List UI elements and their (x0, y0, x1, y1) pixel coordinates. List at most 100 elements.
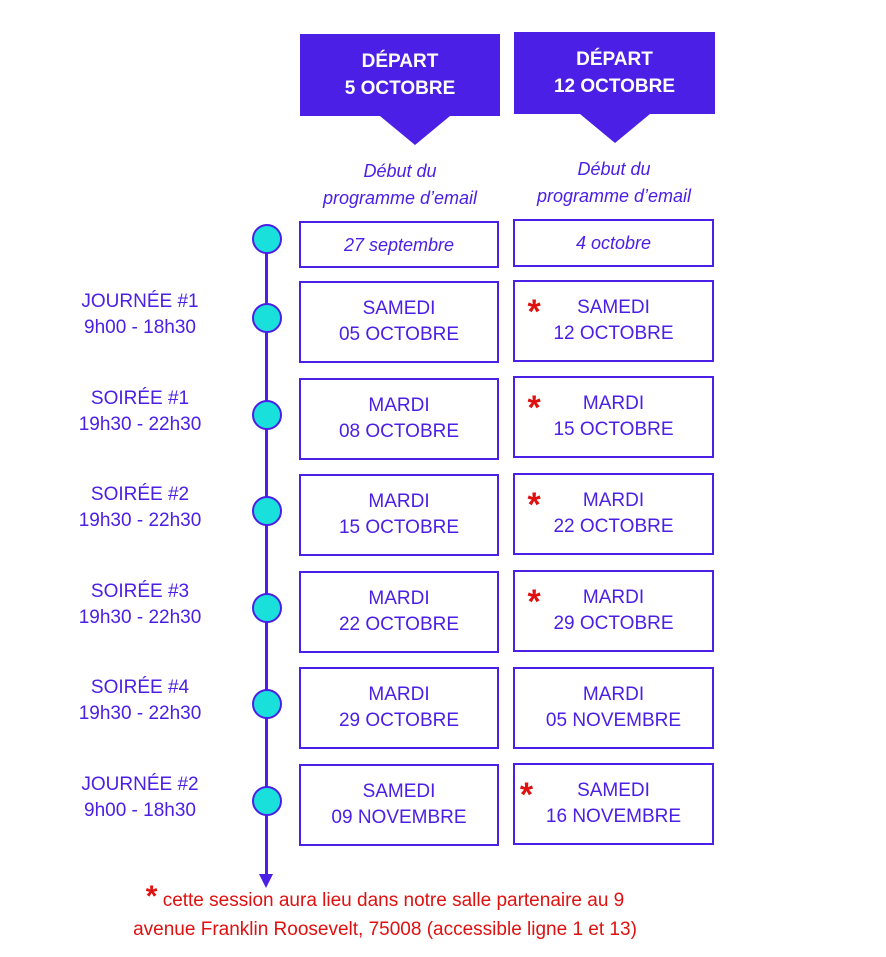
session-date-box-col2: * SAMEDI 12 OCTOBRE (513, 280, 714, 362)
session-day-col2: SAMEDI (577, 780, 650, 801)
session-date-col2: * SAMEDI 16 NOVEMBRE (520, 778, 682, 830)
timeline-dot (252, 689, 282, 719)
session-day-col2: MARDI (582, 393, 645, 414)
timeline-dot (252, 400, 282, 430)
session-day-col2: MARDI (582, 587, 645, 608)
session-date-col1: MARDI 08 OCTOBRE (339, 393, 459, 445)
session-hours: 19h30 - 22h30 (78, 607, 202, 628)
email-program-caption-2-line2: programme d’email (536, 186, 692, 206)
timeline-arrow (259, 874, 273, 888)
session-date-box-col2: * MARDI 29 OCTOBRE (513, 570, 714, 652)
session-day-col1: MARDI (368, 684, 430, 705)
session-date-text-col1: 05 OCTOBRE (338, 324, 460, 345)
session-date-box-col2: * MARDI 15 OCTOBRE (513, 376, 714, 458)
session-date-col2: * SAMEDI 12 OCTOBRE (527, 295, 674, 347)
partner-venue-star: * (519, 776, 534, 814)
session-label: SOIRÉE #1 19h30 - 22h30 (40, 386, 240, 438)
partner-venue-star: * (527, 583, 541, 621)
timeline-dot (252, 593, 282, 623)
partner-venue-star: * (527, 293, 541, 331)
session-date-box-col1: SAMEDI 09 NOVEMBRE (299, 764, 499, 846)
session-day-col1: MARDI (368, 588, 430, 609)
session-date-box-col2: MARDI 05 NOVEMBRE (513, 667, 714, 749)
session-date-text-col1: 22 OCTOBRE (338, 614, 460, 635)
timeline-line (265, 238, 268, 874)
column-header-1-line2: 5 OCTOBRE (344, 78, 456, 99)
session-day-col2: SAMEDI (577, 297, 650, 318)
partner-venue-star: * (527, 389, 541, 427)
partner-venue-star: * (527, 486, 541, 524)
session-date-col2: * MARDI 15 OCTOBRE (527, 391, 674, 443)
footnote: * cette session aura lieu dans notre sal… (40, 882, 730, 944)
session-name: JOURNÉE #1 (81, 291, 199, 312)
session-date-col2: MARDI 05 NOVEMBRE (546, 682, 681, 734)
timeline-dot (252, 303, 282, 333)
session-label: JOURNÉE #1 9h00 - 18h30 (40, 289, 240, 341)
session-name: SOIRÉE #3 (90, 581, 190, 602)
timeline-dot-start (252, 224, 282, 254)
session-name: SOIRÉE #1 (90, 388, 190, 409)
session-date-col2: * MARDI 29 OCTOBRE (527, 585, 674, 637)
footnote-line2: avenue Franklin Roosevelt, 75008 (access… (133, 919, 637, 940)
email-program-caption-1: Début du programme d’email (300, 158, 500, 212)
start-date-1: 27 septembre (343, 234, 455, 255)
footnote-star: * (145, 880, 158, 913)
footnote-line1-wrap: * cette session aura lieu dans notre sal… (40, 882, 730, 915)
column-header-1-pointer (380, 116, 450, 145)
session-label: SOIRÉE #3 19h30 - 22h30 (40, 579, 240, 631)
session-date-col1: MARDI 29 OCTOBRE (339, 682, 459, 734)
session-day-col1: SAMEDI (362, 298, 436, 319)
start-date-box-1: 27 septembre (299, 221, 499, 268)
column-header-2: DÉPART 12 OCTOBRE (514, 32, 715, 114)
session-label: SOIRÉE #2 19h30 - 22h30 (40, 482, 240, 534)
column-header-2-line1: DÉPART (576, 49, 653, 70)
session-date-box-col1: SAMEDI 05 OCTOBRE (299, 281, 499, 363)
session-date-col1: SAMEDI 09 NOVEMBRE (331, 779, 466, 831)
start-date-box-2: 4 octobre (513, 219, 714, 267)
session-date-text-col2: 22 OCTOBRE (553, 516, 674, 537)
session-day-col1: SAMEDI (362, 781, 436, 802)
session-day-col1: MARDI (368, 491, 430, 512)
session-date-text-col1: 29 OCTOBRE (338, 710, 460, 731)
session-date-box-col1: MARDI 08 OCTOBRE (299, 378, 499, 460)
footnote-line1: cette session aura lieu dans notre salle… (162, 890, 625, 911)
session-date-box-col1: MARDI 15 OCTOBRE (299, 474, 499, 556)
session-hours: 9h00 - 18h30 (84, 317, 196, 338)
session-hours: 19h30 - 22h30 (78, 510, 202, 531)
email-program-caption-1-line2: programme d’email (322, 188, 478, 208)
session-label: JOURNÉE #2 9h00 - 18h30 (40, 772, 240, 824)
email-program-caption-2-line1: Début du (577, 159, 651, 179)
session-day-col2: MARDI (582, 490, 645, 511)
session-date-text-col2: 16 NOVEMBRE (545, 806, 682, 827)
email-program-caption-2: Début du programme d’email (514, 156, 714, 210)
column-header-1-line1: DÉPART (361, 51, 439, 72)
session-name: JOURNÉE #2 (81, 774, 199, 795)
session-hours: 9h00 - 18h30 (84, 800, 196, 821)
session-date-col2: * MARDI 22 OCTOBRE (527, 488, 674, 540)
session-date-box-col2: * MARDI 22 OCTOBRE (513, 473, 714, 555)
session-hours: 19h30 - 22h30 (78, 703, 202, 724)
session-name: SOIRÉE #4 (90, 677, 190, 698)
session-date-col1: MARDI 15 OCTOBRE (339, 489, 459, 541)
session-date-text-col2: 15 OCTOBRE (553, 419, 674, 440)
session-date-col1: MARDI 22 OCTOBRE (339, 586, 459, 638)
column-header-2-pointer (580, 114, 650, 143)
session-day-col2: MARDI (582, 684, 645, 705)
session-date-text-col1: 08 OCTOBRE (338, 421, 460, 442)
start-date-2: 4 octobre (575, 233, 652, 253)
session-date-text-col2: 12 OCTOBRE (553, 323, 674, 344)
session-date-text-col2: 29 OCTOBRE (553, 613, 674, 634)
session-day-col1: MARDI (368, 395, 430, 416)
session-date-text-col2: 05 NOVEMBRE (545, 710, 682, 731)
column-header-2-line2: 12 OCTOBRE (553, 76, 676, 97)
session-date-col1: SAMEDI 05 OCTOBRE (339, 296, 459, 348)
session-date-box-col2: * SAMEDI 16 NOVEMBRE (513, 763, 714, 845)
timeline-dot (252, 496, 282, 526)
session-date-text-col1: 15 OCTOBRE (338, 517, 460, 538)
session-name: SOIRÉE #2 (90, 484, 190, 505)
session-date-box-col1: MARDI 29 OCTOBRE (299, 667, 499, 749)
session-date-text-col1: 09 NOVEMBRE (331, 807, 467, 828)
email-program-caption-1-line1: Début du (363, 161, 437, 181)
session-label: SOIRÉE #4 19h30 - 22h30 (40, 675, 240, 727)
timeline-dot (252, 786, 282, 816)
